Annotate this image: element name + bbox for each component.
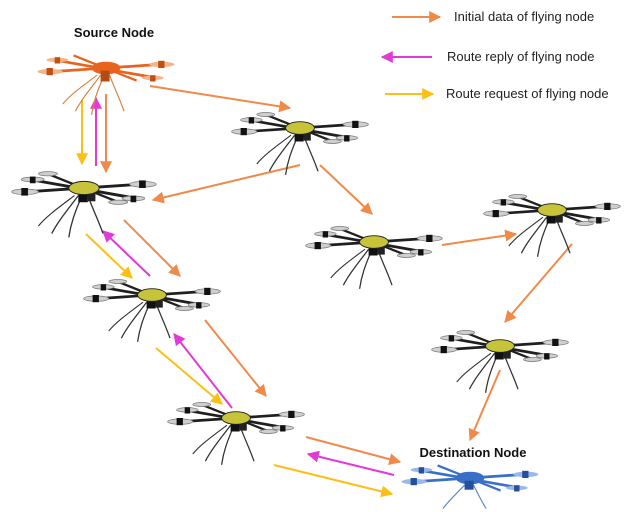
legend-item-request: Route request of flying node bbox=[385, 86, 609, 101]
relay-drone bbox=[10, 170, 158, 239]
legend-label: Initial data of flying node bbox=[454, 9, 594, 24]
data-arrow bbox=[468, 369, 501, 442]
legend-item-reply: Route reply of flying node bbox=[380, 49, 594, 64]
request-arrow bbox=[85, 233, 133, 279]
data-arrow bbox=[204, 319, 267, 397]
relay-drone bbox=[230, 111, 370, 177]
legend-label: Route reply of flying node bbox=[447, 49, 594, 64]
legend: Initial data of flying node Route reply … bbox=[380, 9, 609, 101]
relay-drone bbox=[430, 329, 570, 395]
route-arrows bbox=[76, 85, 573, 498]
request-arrow bbox=[273, 464, 394, 498]
reply-arrow bbox=[306, 450, 395, 476]
data-arrow bbox=[319, 164, 373, 215]
reply-arrow bbox=[102, 230, 151, 277]
data-arrow bbox=[149, 85, 292, 113]
legend-label: Route request of flying node bbox=[446, 86, 609, 101]
destination-drone bbox=[401, 464, 539, 509]
relay-drone bbox=[82, 278, 222, 344]
request-arrow bbox=[155, 347, 223, 405]
data-arrow bbox=[504, 243, 573, 323]
source-drone bbox=[37, 54, 175, 115]
relay-drone bbox=[304, 225, 444, 291]
data-arrow bbox=[151, 164, 301, 204]
relay-drone bbox=[166, 401, 306, 467]
destination-node-label: Destination Node bbox=[420, 445, 527, 460]
relay-drone bbox=[482, 193, 622, 259]
data-arrow bbox=[305, 436, 402, 466]
data-arrow bbox=[123, 219, 181, 277]
source-node-label: Source Node bbox=[74, 25, 154, 40]
data-arrow bbox=[441, 229, 518, 246]
legend-item-data: Initial data of flying node bbox=[392, 9, 594, 24]
